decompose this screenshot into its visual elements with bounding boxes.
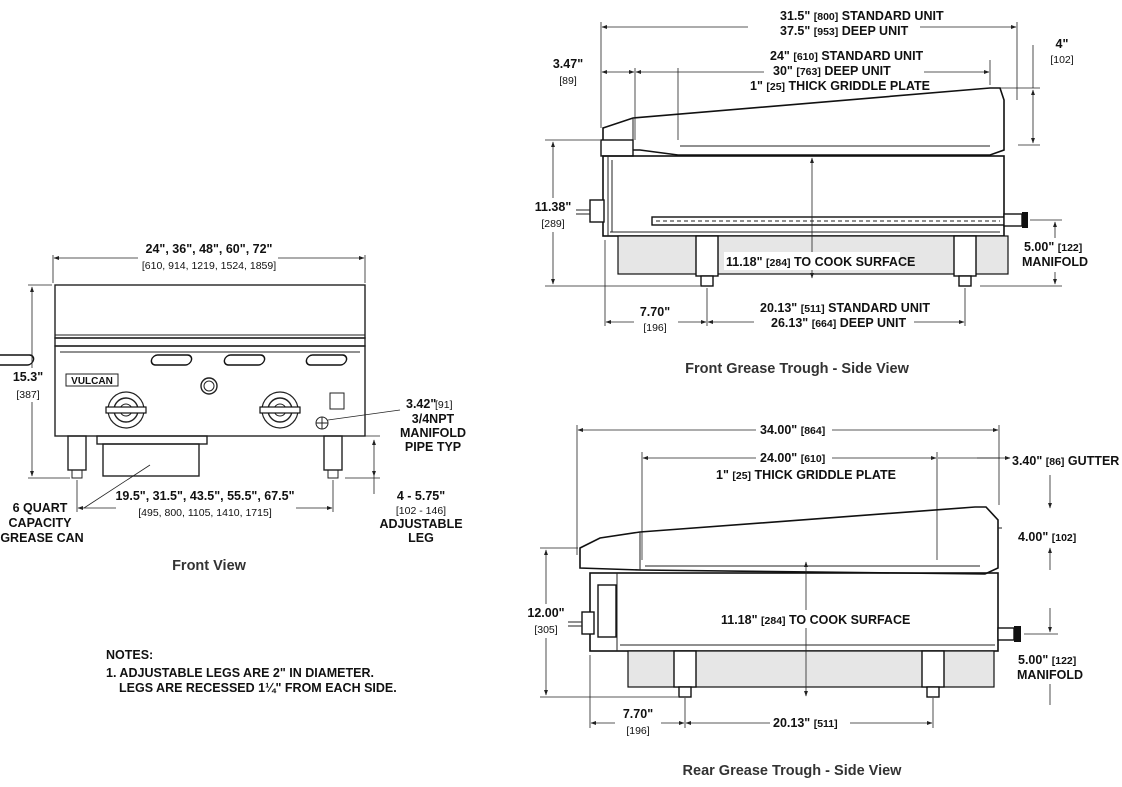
fs-front-leg-mm: [196] <box>643 322 666 334</box>
fs-manifold-lbl: MANIFOLD <box>1022 255 1088 269</box>
rs-height-mm: [305] <box>534 624 557 636</box>
fs-back-mm: [102] <box>1050 54 1073 66</box>
rs-leg: 20.13" [511] <box>773 716 838 730</box>
leg-height-in: 4 - 5.75" <box>397 489 445 503</box>
rs-height-in: 12.00" <box>527 606 564 620</box>
front-manifold-mm: [91] <box>435 399 453 411</box>
front-view-title: Front View <box>172 558 247 574</box>
fs-plate-std: 24" [610] STANDARD UNIT <box>770 49 924 63</box>
control-knob-left-icon[interactable] <box>105 391 147 429</box>
front-width-mm: [610, 914, 1219, 1524, 1859] <box>142 260 276 272</box>
rs-cook: 11.18" [284] TO COOK SURFACE <box>721 613 910 627</box>
fs-back-in: 4" <box>1056 37 1069 51</box>
front-height-in: 15.3" <box>13 370 43 384</box>
fs-front-leg-in: 7.70" <box>640 305 670 319</box>
front-height-mm: [387] <box>16 389 39 401</box>
fs-deep-depth: 37.5" [953] DEEP UNIT <box>780 24 909 38</box>
rs-manifold: 5.00" [122] <box>1018 653 1076 667</box>
front-side-view-title: Front Grease Trough - Side View <box>685 361 909 377</box>
front-manifold-l3: PIPE TYP <box>405 440 461 454</box>
notes-line2: LEGS ARE RECESSED 1¼" FROM EACH SIDE. <box>119 681 397 695</box>
vulcan-logo: VULCAN <box>71 376 113 387</box>
fs-height-in: 11.38" <box>535 200 572 214</box>
rear-side-view-title: Rear Grease Trough - Side View <box>683 763 903 779</box>
fs-plate-deep: 30" [763] DEEP UNIT <box>773 64 891 78</box>
rs-plate-thk: 1" [25] THICK GRIDDLE PLATE <box>716 468 896 482</box>
fs-lip-mm: [89] <box>559 75 577 87</box>
fs-cook: 11.18" [284] TO COOK SURFACE <box>726 255 915 269</box>
leg-span-in: 19.5", 31.5", 43.5", 55.5", 67.5" <box>115 489 294 503</box>
grease-l1: 6 QUART <box>13 501 68 515</box>
grease-l2: CAPACITY <box>9 516 73 530</box>
notes: NOTES: 1. ADJUSTABLE LEGS ARE 2" IN DIAM… <box>106 648 397 695</box>
rs-manifold-lbl: MANIFOLD <box>1017 668 1083 682</box>
front-manifold-l1: 3/4NPT <box>412 412 455 426</box>
notes-heading: NOTES: <box>106 648 153 662</box>
fs-std-depth: 31.5" [800] STANDARD UNIT <box>780 9 944 23</box>
notes-line1: 1. ADJUSTABLE LEGS ARE 2" IN DIAMETER. <box>106 666 374 680</box>
rs-gutter: 3.40" [86] GUTTER <box>1012 454 1119 468</box>
front-width-in: 24", 36", 48", 60", 72" <box>146 242 273 256</box>
rs-depth: 34.00" [864] <box>760 423 825 437</box>
rs-front-leg-in: 7.70" <box>623 707 653 721</box>
front-view: 24", 36", 48", 60", 72" [610, 914, 1219,… <box>0 240 466 574</box>
leg-l1: ADJUSTABLE <box>379 517 462 531</box>
fs-leg-deep: 26.13" [664] DEEP UNIT <box>771 316 907 330</box>
rs-front-leg-mm: [196] <box>626 725 649 737</box>
front-side-view: 31.5" [800] STANDARD UNIT 37.5" [953] DE… <box>530 8 1090 377</box>
control-knob-right-icon[interactable] <box>259 391 301 429</box>
front-manifold-l2: MANIFOLD <box>400 426 466 440</box>
leg-height-mm: [102 - 146] <box>396 505 446 517</box>
rs-back: 4.00" [102] <box>1018 530 1076 544</box>
leg-l2: LEG <box>408 531 434 545</box>
fs-plate-thk: 1" [25] THICK GRIDDLE PLATE <box>750 79 930 93</box>
fs-leg-std: 20.13" [511] STANDARD UNIT <box>760 301 930 315</box>
fs-lip-in: 3.47" <box>553 57 583 71</box>
rs-plate: 24.00" [610] <box>760 451 825 465</box>
leg-span-mm: [495, 800, 1105, 1410, 1715] <box>138 507 272 519</box>
front-manifold-in: 3.42" <box>406 397 436 411</box>
fs-height-mm: [289] <box>541 218 564 230</box>
grease-l3: GREASE CAN <box>0 531 83 545</box>
rear-side-view: 34.00" [864] 24.00" [610] 1" [25] THICK … <box>524 420 1119 779</box>
fs-manifold: 5.00" [122] <box>1024 240 1082 254</box>
